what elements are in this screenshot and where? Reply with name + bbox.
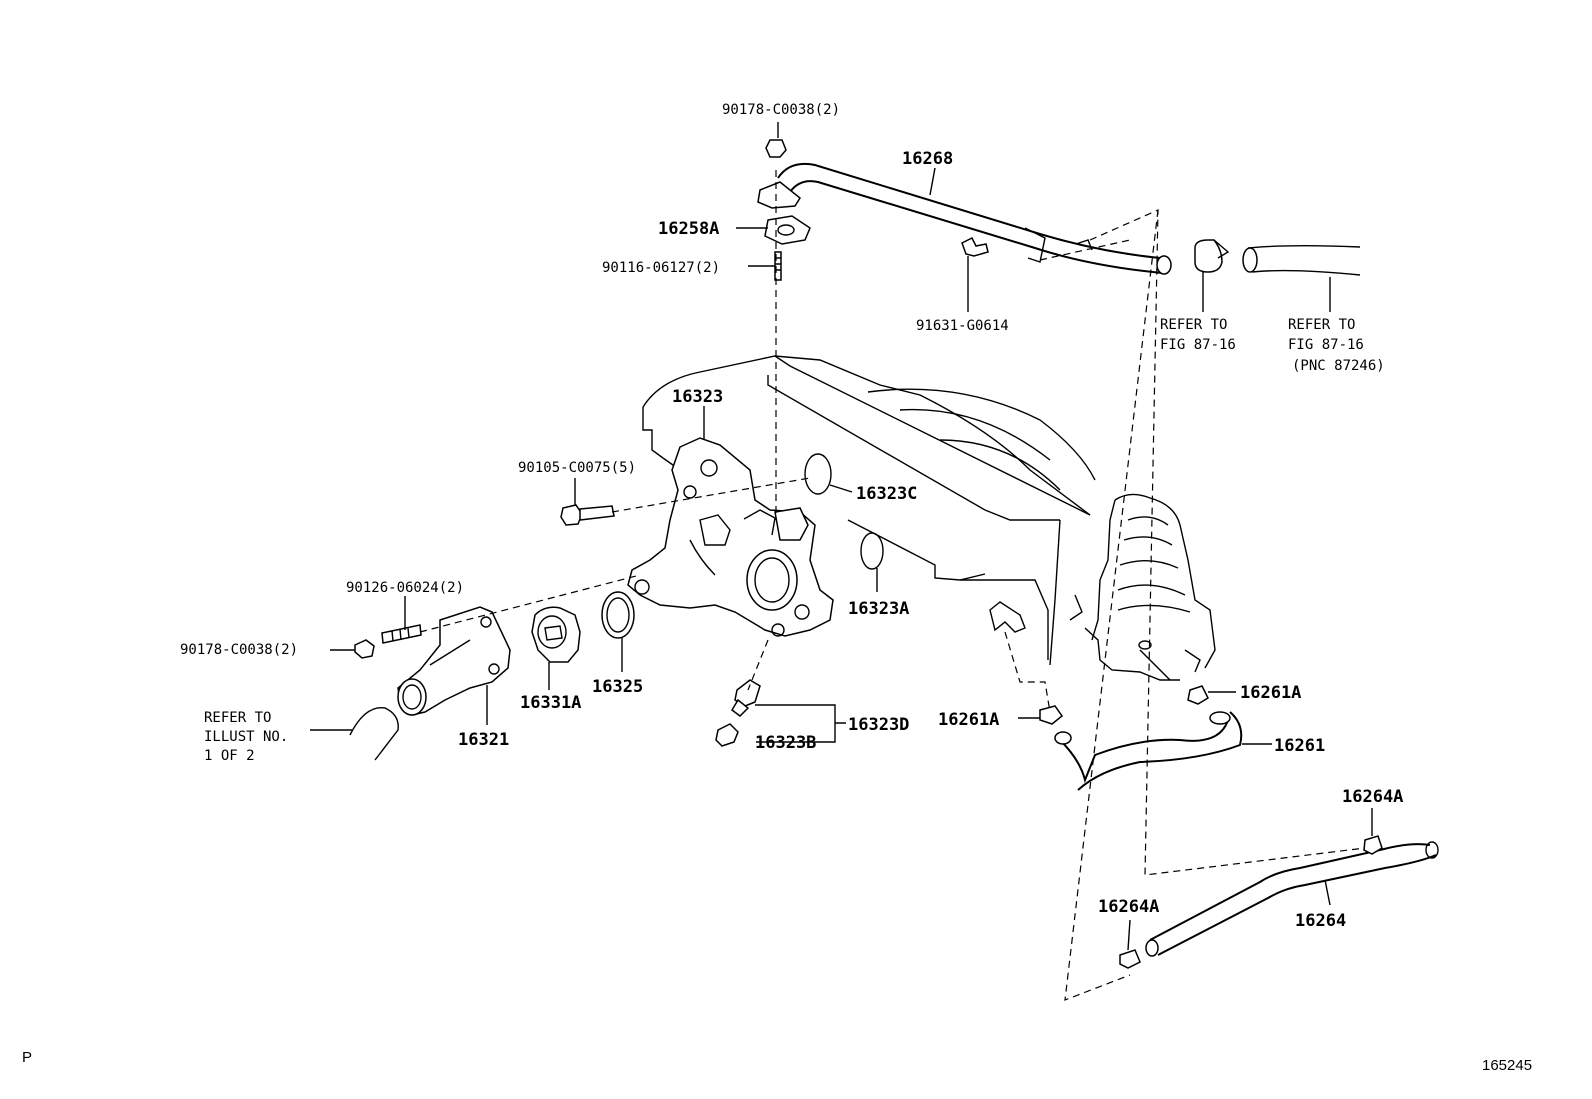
label-refer-illust-line2: ILLUST NO. <box>204 729 288 745</box>
label-refer-illust-line3: 1 OF 2 <box>204 748 255 764</box>
bolt-90105-illustration <box>560 504 615 526</box>
label-16264: 16264 <box>1295 911 1346 931</box>
hose-16264-illustration <box>1119 835 1439 969</box>
figure-number: 165245 <box>1482 1057 1532 1074</box>
label-16261A-left: 16261A <box>938 710 999 730</box>
label-16261A-right: 16261A <box>1240 683 1301 703</box>
upper-clamp-and-hose-illustration <box>1194 239 1361 276</box>
bypass-pipe-illustration <box>757 162 1172 275</box>
label-16321: 16321 <box>458 730 509 750</box>
part-labels: 90178-C0038(2) 16268 16258A 90116-06127(… <box>180 102 1403 931</box>
label-16325: 16325 <box>592 677 643 697</box>
label-16261: 16261 <box>1274 736 1325 756</box>
gasket-16325-illustration <box>601 591 635 639</box>
label-16264A-bottom: 16264A <box>1098 897 1159 917</box>
water-inlet-housing-illustration <box>627 437 834 637</box>
corner-mark-left: P <box>22 1049 32 1066</box>
label-16323: 16323 <box>672 387 723 407</box>
engine-block-illustration <box>642 355 1096 666</box>
label-nut-90178-top: 90178-C0038(2) <box>722 102 840 118</box>
label-bolt-91631: 91631-G0614 <box>916 318 1009 334</box>
label-refer-clamp-line1: REFER TO <box>1160 317 1227 333</box>
throttle-body-illustration <box>1069 493 1216 681</box>
thermostat-illustration <box>531 606 581 663</box>
label-16323A: 16323A <box>848 599 909 619</box>
water-outlet-illustration <box>397 606 511 716</box>
bracket-illustration <box>989 601 1026 633</box>
o-ring-16323A-illustration <box>860 532 884 570</box>
label-stud-90126: 90126-06024(2) <box>346 580 464 596</box>
label-16323B: 16323B <box>755 733 816 753</box>
o-ring-16323C-illustration <box>804 453 832 495</box>
label-refer-hose-line3: (PNC 87246) <box>1292 358 1385 374</box>
label-refer-clamp-line2: FIG 87-16 <box>1160 337 1236 353</box>
label-16258A: 16258A <box>658 219 719 239</box>
label-16323D: 16323D <box>848 715 909 735</box>
label-refer-illust-line1: REFER TO <box>204 710 271 726</box>
hose-16261-illustration <box>1039 685 1243 791</box>
plugs-illustration <box>715 679 761 747</box>
label-refer-hose-line2: FIG 87-16 <box>1288 337 1364 353</box>
stud-and-nut-left-illustration <box>354 624 422 659</box>
fastener-illustrations-top <box>764 139 989 281</box>
label-stud-90116: 90116-06127(2) <box>602 260 720 276</box>
label-refer-hose-line1: REFER TO <box>1288 317 1355 333</box>
label-16268: 16268 <box>902 149 953 169</box>
label-nut-90178-left: 90178-C0038(2) <box>180 642 298 658</box>
leader-lines <box>310 122 1373 951</box>
hose-left-illustration <box>349 707 399 761</box>
label-16331A: 16331A <box>520 693 581 713</box>
assembly-dashed-lines <box>419 170 1366 1001</box>
label-bolt-90105: 90105-C0075(5) <box>518 460 636 476</box>
label-16264A-top: 16264A <box>1342 787 1403 807</box>
label-16323C: 16323C <box>856 484 917 504</box>
